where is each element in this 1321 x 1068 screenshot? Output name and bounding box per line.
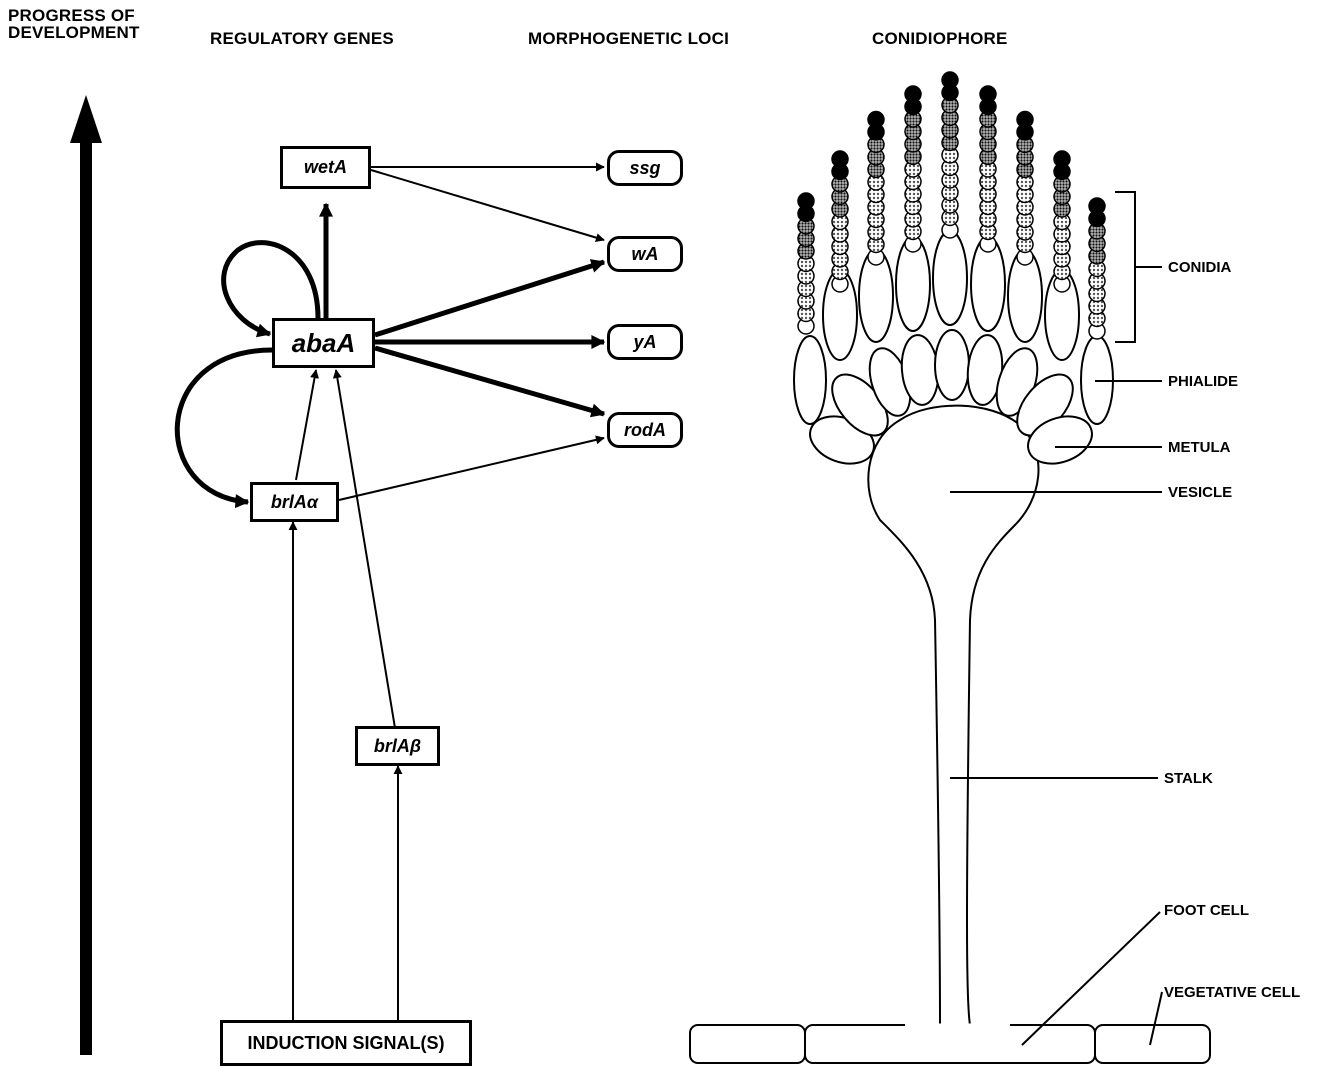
gene-brlA-beta: brlAβ	[355, 726, 440, 766]
induction-signal-box: INDUCTION SIGNAL(S)	[220, 1020, 472, 1066]
locus-rodA: rodA	[607, 412, 683, 448]
locus-ssg-label: ssg	[629, 158, 660, 179]
label-conidia: CONIDIA	[1168, 260, 1231, 275]
arrow-abaA-to-rodA	[375, 348, 604, 414]
arrow-brlA-alpha-to-rodA	[339, 438, 604, 500]
conidium	[905, 86, 921, 102]
header-progress-of-development: PROGRESS OF DEVELOPMENT	[8, 7, 140, 41]
locus-rodA-label: rodA	[624, 420, 666, 441]
conidium	[1017, 112, 1033, 128]
label-vegetative-cell: VEGETATIVE CELL	[1164, 985, 1300, 1000]
conidium	[832, 151, 848, 167]
stalk-vesicle-outline	[868, 406, 1038, 1025]
gene-brlA-alpha: brlAα	[250, 482, 339, 522]
header-regulatory-genes: REGULATORY GENES	[210, 30, 394, 47]
vegetative-hypha	[690, 1025, 1210, 1063]
label-vesicle: VESICLE	[1168, 485, 1232, 500]
conidium	[1089, 198, 1105, 214]
label-metula: METULA	[1168, 440, 1231, 455]
header-conidiophore: CONIDIOPHORE	[872, 30, 1008, 47]
locus-yA-label: yA	[633, 332, 656, 353]
arrow-abaA-to-brlA-alpha	[177, 350, 272, 502]
arrow-brlA-beta-to-abaA	[336, 370, 395, 728]
locus-ssg: ssg	[607, 150, 683, 186]
locus-wA-label: wA	[632, 244, 659, 265]
conidium	[980, 86, 996, 102]
arrow-wetA-to-wA	[371, 170, 604, 240]
progress-arrow	[70, 95, 102, 1055]
header-morphogenetic-loci: MORPHOGENETIC LOCI	[528, 30, 729, 47]
conidium	[868, 112, 884, 128]
gene-brlA-alpha-label: brlAα	[271, 492, 318, 513]
conidium	[798, 193, 814, 209]
gene-wetA: wetA	[280, 146, 371, 189]
gene-abaA-label: abaA	[292, 328, 356, 359]
locus-wA: wA	[607, 236, 683, 272]
label-phialide: PHIALIDE	[1168, 374, 1238, 389]
induction-signal-label: INDUCTION SIGNAL(S)	[248, 1033, 445, 1054]
arrow-brlA-alpha-to-abaA	[296, 370, 316, 480]
network-arrows-bold	[177, 204, 604, 502]
gene-wetA-label: wetA	[304, 157, 347, 178]
label-stalk: STALK	[1164, 771, 1213, 786]
gene-abaA: abaA	[272, 318, 375, 368]
arrow-abaA-to-wA	[375, 262, 604, 335]
network-arrows-thin	[293, 167, 604, 1020]
gene-brlA-beta-label: brlAβ	[374, 736, 421, 757]
conidium	[1054, 151, 1070, 167]
conidium	[942, 72, 958, 88]
label-foot-cell: FOOT CELL	[1164, 903, 1249, 918]
locus-yA: yA	[607, 324, 683, 360]
